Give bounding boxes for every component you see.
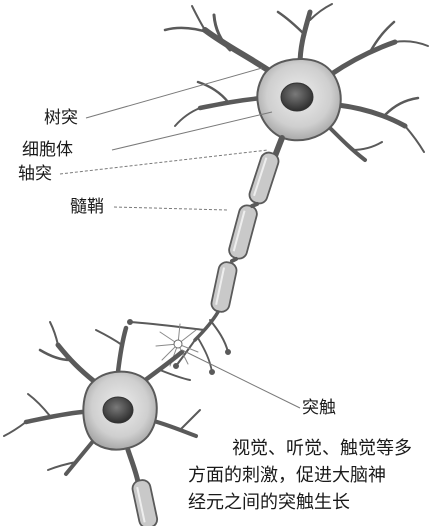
upper-nucleus xyxy=(281,83,313,111)
upper-cell-body xyxy=(257,59,340,140)
dendrite-leader xyxy=(86,68,262,118)
myelin-leader xyxy=(114,207,228,210)
synapse-leader xyxy=(182,350,300,408)
axon-leader xyxy=(60,150,268,174)
lower-axon xyxy=(128,450,159,526)
synapse-label: 突触 xyxy=(302,398,336,418)
myelin-segment xyxy=(131,479,159,526)
caption-line-3: 经元之间的突触生长 xyxy=(188,490,350,516)
axon-label: 轴突 xyxy=(18,164,52,184)
myelin-sheath-segments xyxy=(210,150,281,313)
myelin-segment xyxy=(227,204,258,261)
myelin-segment xyxy=(247,150,280,205)
cell-body-leader xyxy=(112,112,272,150)
lower-nucleus xyxy=(103,397,133,423)
myelin-segment xyxy=(210,261,238,314)
dendrite-label: 树突 xyxy=(44,108,78,128)
lower-cell-body xyxy=(83,372,156,450)
cell-body-label: 细胞体 xyxy=(22,140,73,160)
caption-line-2: 方面的刺激，促进大脑神 xyxy=(188,463,386,489)
myelin-sheath-label: 髓鞘 xyxy=(70,197,104,217)
caption-line-1: 视觉、听觉、触觉等多 xyxy=(232,436,412,462)
